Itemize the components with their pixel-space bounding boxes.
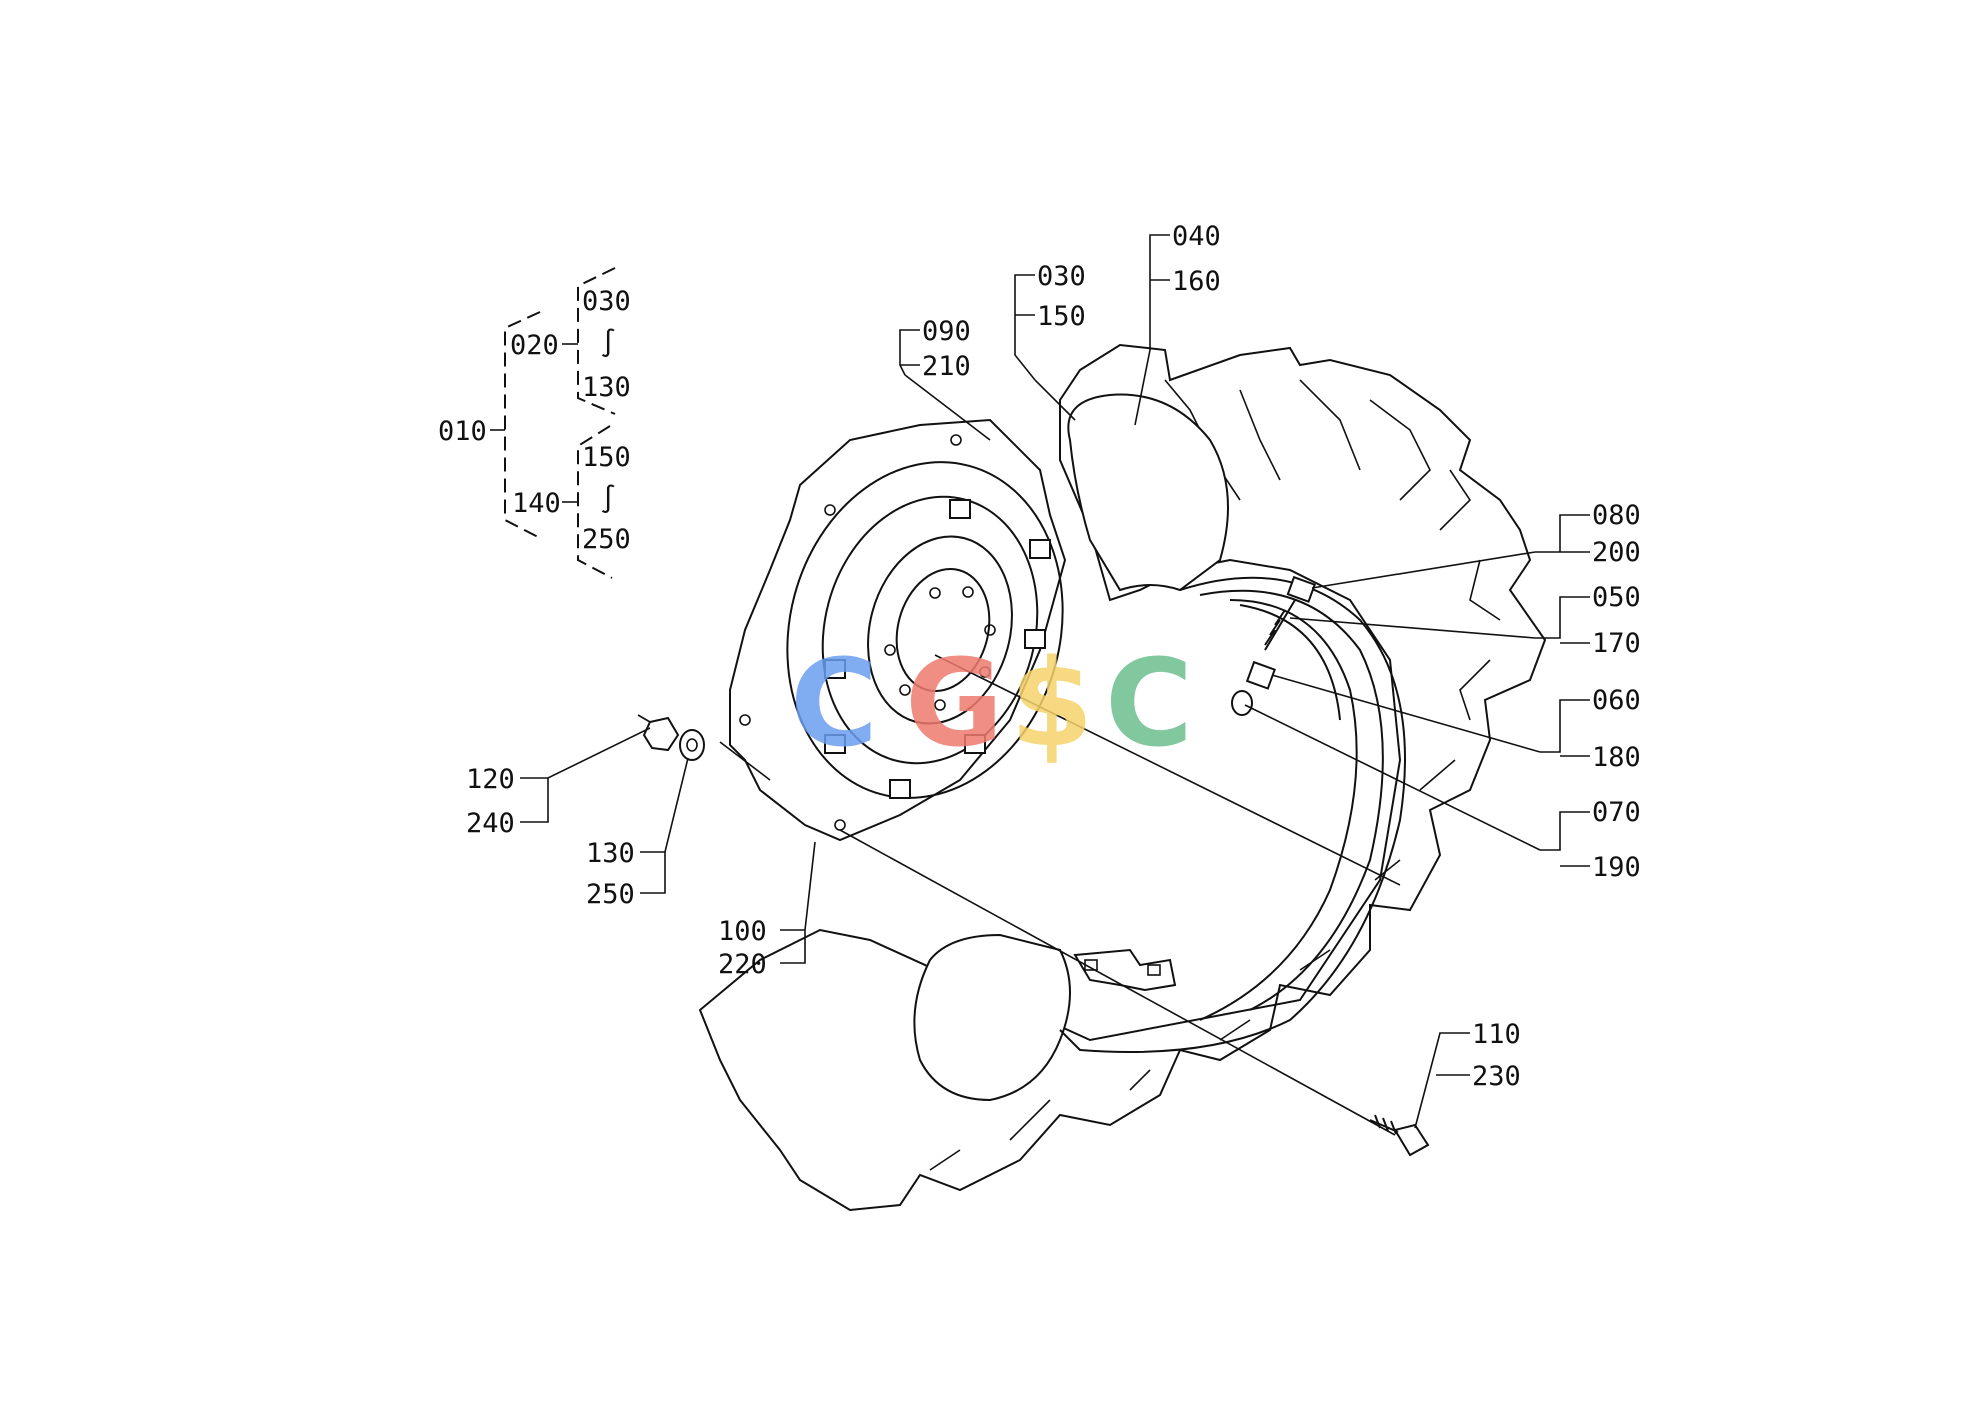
- hex-nut: [642, 716, 680, 752]
- callout-label-bottom: 220: [718, 949, 767, 980]
- callout-label-top: 050: [1592, 582, 1641, 613]
- hub-stud-hole: [962, 586, 974, 598]
- disc-bolt-hole: [824, 504, 836, 516]
- leader-lines: [719, 349, 1541, 1136]
- callout-label-top: 110: [1472, 1019, 1521, 1050]
- disc-mount-lug: [1029, 539, 1051, 559]
- hub-stud-hole: [979, 666, 991, 678]
- valve-assembly: [1231, 575, 1316, 716]
- valve-washer: [1231, 690, 1253, 716]
- callout-080-200: 080 200: [1535, 500, 1641, 568]
- hierarchy-range-end: 250: [582, 524, 631, 555]
- callout-label-top: 040: [1172, 221, 1221, 252]
- callout-label-bottom: 170: [1592, 628, 1641, 659]
- callout-label-top: 080: [1592, 500, 1641, 531]
- callout-050-170: 050 170: [1535, 582, 1641, 659]
- hub-stud-hole: [984, 624, 996, 636]
- hierarchy-range-start: 150: [582, 442, 631, 473]
- hierarchy-range-separator: ∫: [600, 484, 616, 515]
- disc-mount-lug: [949, 499, 971, 519]
- watermark-logo: C G $ C: [790, 635, 1193, 774]
- callout-label-top: 120: [466, 764, 515, 795]
- callout-label-bottom: 210: [922, 351, 971, 382]
- callout-label-bottom: 190: [1592, 852, 1641, 883]
- callout-120-240: 120 240: [466, 727, 651, 839]
- disc-mount-lug: [964, 734, 986, 754]
- callout-label-top: 090: [922, 316, 971, 347]
- watermark-letter: C: [1105, 635, 1193, 774]
- fasteners: [637, 714, 1430, 1157]
- callout-130-250: 130 250: [586, 757, 689, 910]
- washer: [679, 729, 705, 761]
- hierarchy-group-label: 140: [512, 488, 561, 519]
- callout-label-top: 030: [1037, 261, 1086, 292]
- hierarchy-range-separator: ∫: [600, 328, 616, 359]
- callout-090-210: 090 210: [899, 316, 971, 382]
- callout-label-bottom: 200: [1592, 537, 1641, 568]
- bolt-head: [1393, 1123, 1430, 1157]
- callout-label-top: 100: [718, 916, 767, 947]
- callout-070-190: 070 190: [1540, 797, 1641, 883]
- callout-label-bottom: 180: [1592, 742, 1641, 773]
- disc-bolt-hole: [950, 434, 962, 446]
- callout-label-bottom: 250: [586, 879, 635, 910]
- wheel-disc: [729, 418, 1067, 842]
- callout-040-160: 040 160: [1149, 221, 1221, 350]
- callout-label-top: 060: [1592, 685, 1641, 716]
- disc-mount-lug: [824, 659, 846, 679]
- watermark-letter: $: [1010, 635, 1094, 774]
- valve-cap: [1286, 575, 1316, 603]
- hub-stud-hole: [884, 644, 896, 656]
- hub-stud-hole: [899, 684, 911, 696]
- callout-label-bottom: 160: [1172, 266, 1221, 297]
- callout-label-bottom: 240: [466, 808, 515, 839]
- callout-label-bottom: 150: [1037, 301, 1086, 332]
- callout-label-top: 130: [586, 838, 635, 869]
- disc-mount-lug: [1024, 629, 1046, 649]
- callout-label-top: 070: [1592, 797, 1641, 828]
- hierarchy-group-label: 020: [510, 330, 559, 361]
- callout-100-220: 100 220: [718, 841, 816, 980]
- callout-label-bottom: 230: [1472, 1061, 1521, 1092]
- disc-bolt-hole: [739, 714, 751, 726]
- hierarchy-range-end: 130: [582, 372, 631, 403]
- callout-060-180: 060 180: [1540, 685, 1641, 773]
- hierarchy-range-start: 030: [582, 286, 631, 317]
- callout-030-150: 030 150: [1014, 261, 1086, 381]
- disc-mount-lug: [889, 779, 911, 799]
- hub-stud-hole: [934, 699, 946, 711]
- bracket: [1073, 948, 1177, 992]
- disc-mount-lug: [824, 734, 846, 754]
- part-hierarchy-tree: 010 020 030 ∫ 130 140 150 ∫ 250: [438, 267, 631, 579]
- hub-stud-hole: [929, 587, 941, 599]
- callout-110-230: 110 230: [1414, 1019, 1521, 1129]
- watermark-letter: C: [790, 635, 878, 774]
- watermark-letter: G: [905, 635, 1004, 774]
- hierarchy-root-label: 010: [438, 416, 487, 447]
- valve-nut: [1245, 660, 1276, 690]
